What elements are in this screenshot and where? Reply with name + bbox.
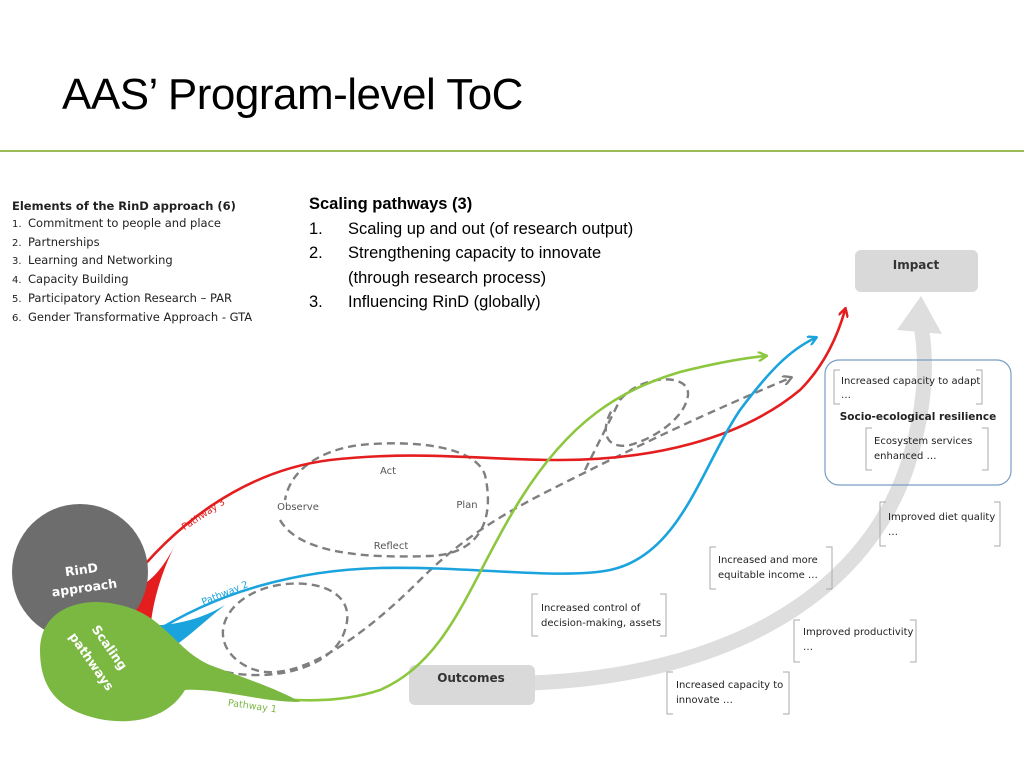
income-box: Increased and more equitable income …	[709, 546, 833, 590]
innovate-box: Increased capacity to innovate …	[666, 671, 790, 715]
elements-item-text: Partnerships	[28, 234, 100, 249]
scaling-item-num: 3.	[309, 293, 323, 311]
scaling-item: 3. Influencing RinD (globally)	[309, 290, 633, 315]
cycle-plan-label: Plan	[456, 500, 477, 511]
capacity-adapt-line2: …	[841, 390, 851, 401]
scaling-item-num: 1.	[309, 219, 323, 238]
elements-item-text: Gender Transformative Approach - GTA	[28, 309, 253, 324]
elements-item-num: 2.	[12, 237, 22, 249]
control-line2: decision-making, assets	[541, 618, 661, 629]
income-line2: equitable income …	[718, 570, 818, 581]
cycle-act-label: Act	[380, 466, 396, 477]
elements-item: 4. Capacity Building	[12, 271, 252, 290]
cycle-reflect-label: Reflect	[374, 541, 409, 552]
elements-item-num: 6.	[12, 312, 22, 324]
outcomes-label: Outcomes	[437, 671, 505, 685]
impact-arrowhead	[897, 296, 942, 334]
scaling-item-text: Influencing RinD (globally)	[348, 293, 541, 311]
diet-line2: …	[888, 527, 898, 538]
pathway-2-line	[149, 338, 815, 637]
elements-item: 5. Participatory Action Research – PAR	[12, 290, 252, 309]
ecosystem-line1: Ecosystem services	[874, 436, 972, 447]
outcomes-to-impact-arrow	[529, 318, 932, 691]
action-research-cycle	[177, 378, 790, 677]
elements-item-text: Capacity Building	[28, 272, 129, 287]
elements-item-num: 3.	[12, 256, 22, 268]
action-research-loop-top	[278, 442, 490, 558]
pathway-3-line	[108, 310, 845, 611]
action-research-loop-right	[583, 378, 690, 471]
productivity-line1: Improved productivity	[803, 627, 914, 638]
page-title: AAS’ Program-level ToC	[62, 70, 523, 119]
ecosystem-line2: enhanced …	[874, 451, 936, 462]
productivity-box: Improved productivity …	[793, 619, 917, 663]
scaling-item-text: Scaling up and out (of research output)	[348, 219, 634, 238]
control-box: Increased control of decision-making, as…	[531, 593, 667, 637]
pathway-1-label: Pathway 1	[227, 698, 277, 716]
scaling-item-continuation: (through research process)	[309, 266, 633, 291]
resilience-box	[824, 359, 1012, 486]
elements-item: 6. Gender Transformative Approach - GTA	[12, 309, 252, 328]
elements-item: 1. Commitment to people and place	[12, 215, 252, 234]
income-line1: Increased and more	[718, 555, 818, 566]
scaling-pathways-blob	[40, 602, 300, 722]
outcomes-box	[409, 665, 535, 705]
elements-item: 3. Learning and Networking	[12, 252, 252, 271]
elements-item-num: 4.	[12, 275, 22, 287]
innovate-line2: innovate …	[676, 695, 733, 706]
scaling-item-num: 2.	[309, 244, 323, 262]
productivity-line2: …	[803, 642, 813, 653]
pathway-2-label: Pathway 2	[200, 579, 250, 608]
diet-box: Improved diet quality …	[879, 501, 1001, 547]
scaling-item: 2. Strengthening capacity to innovate	[309, 241, 633, 266]
scaling-pathways-list: Scaling pathways (3) 1. Scaling up and ou…	[309, 192, 633, 315]
elements-item-text: Commitment to people and place	[28, 215, 221, 230]
title-divider	[0, 150, 1024, 152]
scaling-item-text: Strengthening capacity to innovate	[348, 244, 602, 262]
elements-item-text: Participatory Action Research – PAR	[28, 290, 233, 305]
rind-label-line1: RinD	[64, 560, 99, 579]
impact-box	[855, 250, 978, 292]
cycle-observe-label: Observe	[277, 502, 319, 513]
ecosystem-box: Ecosystem services enhanced …	[865, 427, 989, 471]
elements-item: 2. Partnerships	[12, 234, 252, 253]
innovate-line1: Increased capacity to	[676, 680, 783, 691]
scaling-item: 1. Scaling up and out (of research output…	[309, 217, 633, 242]
pathway-3-label: Pathway 3	[180, 497, 227, 533]
impact-label: Impact	[893, 258, 940, 272]
scaling-item-text: (through research process)	[348, 268, 547, 287]
diet-line1: Improved diet quality	[888, 512, 995, 523]
capacity-adapt-box: Increased capacity to adapt …	[833, 369, 983, 405]
pathway-1-line	[149, 356, 765, 702]
elements-item-num: 5.	[12, 293, 22, 305]
elements-heading: Elements of the RinD approach (6)	[12, 199, 236, 213]
elements-list: Elements of the RinD approach (6) 1. Comm…	[12, 198, 252, 328]
control-line1: Increased control of	[541, 603, 641, 614]
scaling-heading: Scaling pathways (3)	[309, 195, 473, 213]
resilience-label: Socio-ecological resilience	[840, 411, 997, 423]
elements-item-num: 1.	[12, 218, 22, 230]
capacity-adapt-line1: Increased capacity to adapt	[841, 376, 980, 387]
elements-item-text: Learning and Networking	[28, 253, 173, 268]
